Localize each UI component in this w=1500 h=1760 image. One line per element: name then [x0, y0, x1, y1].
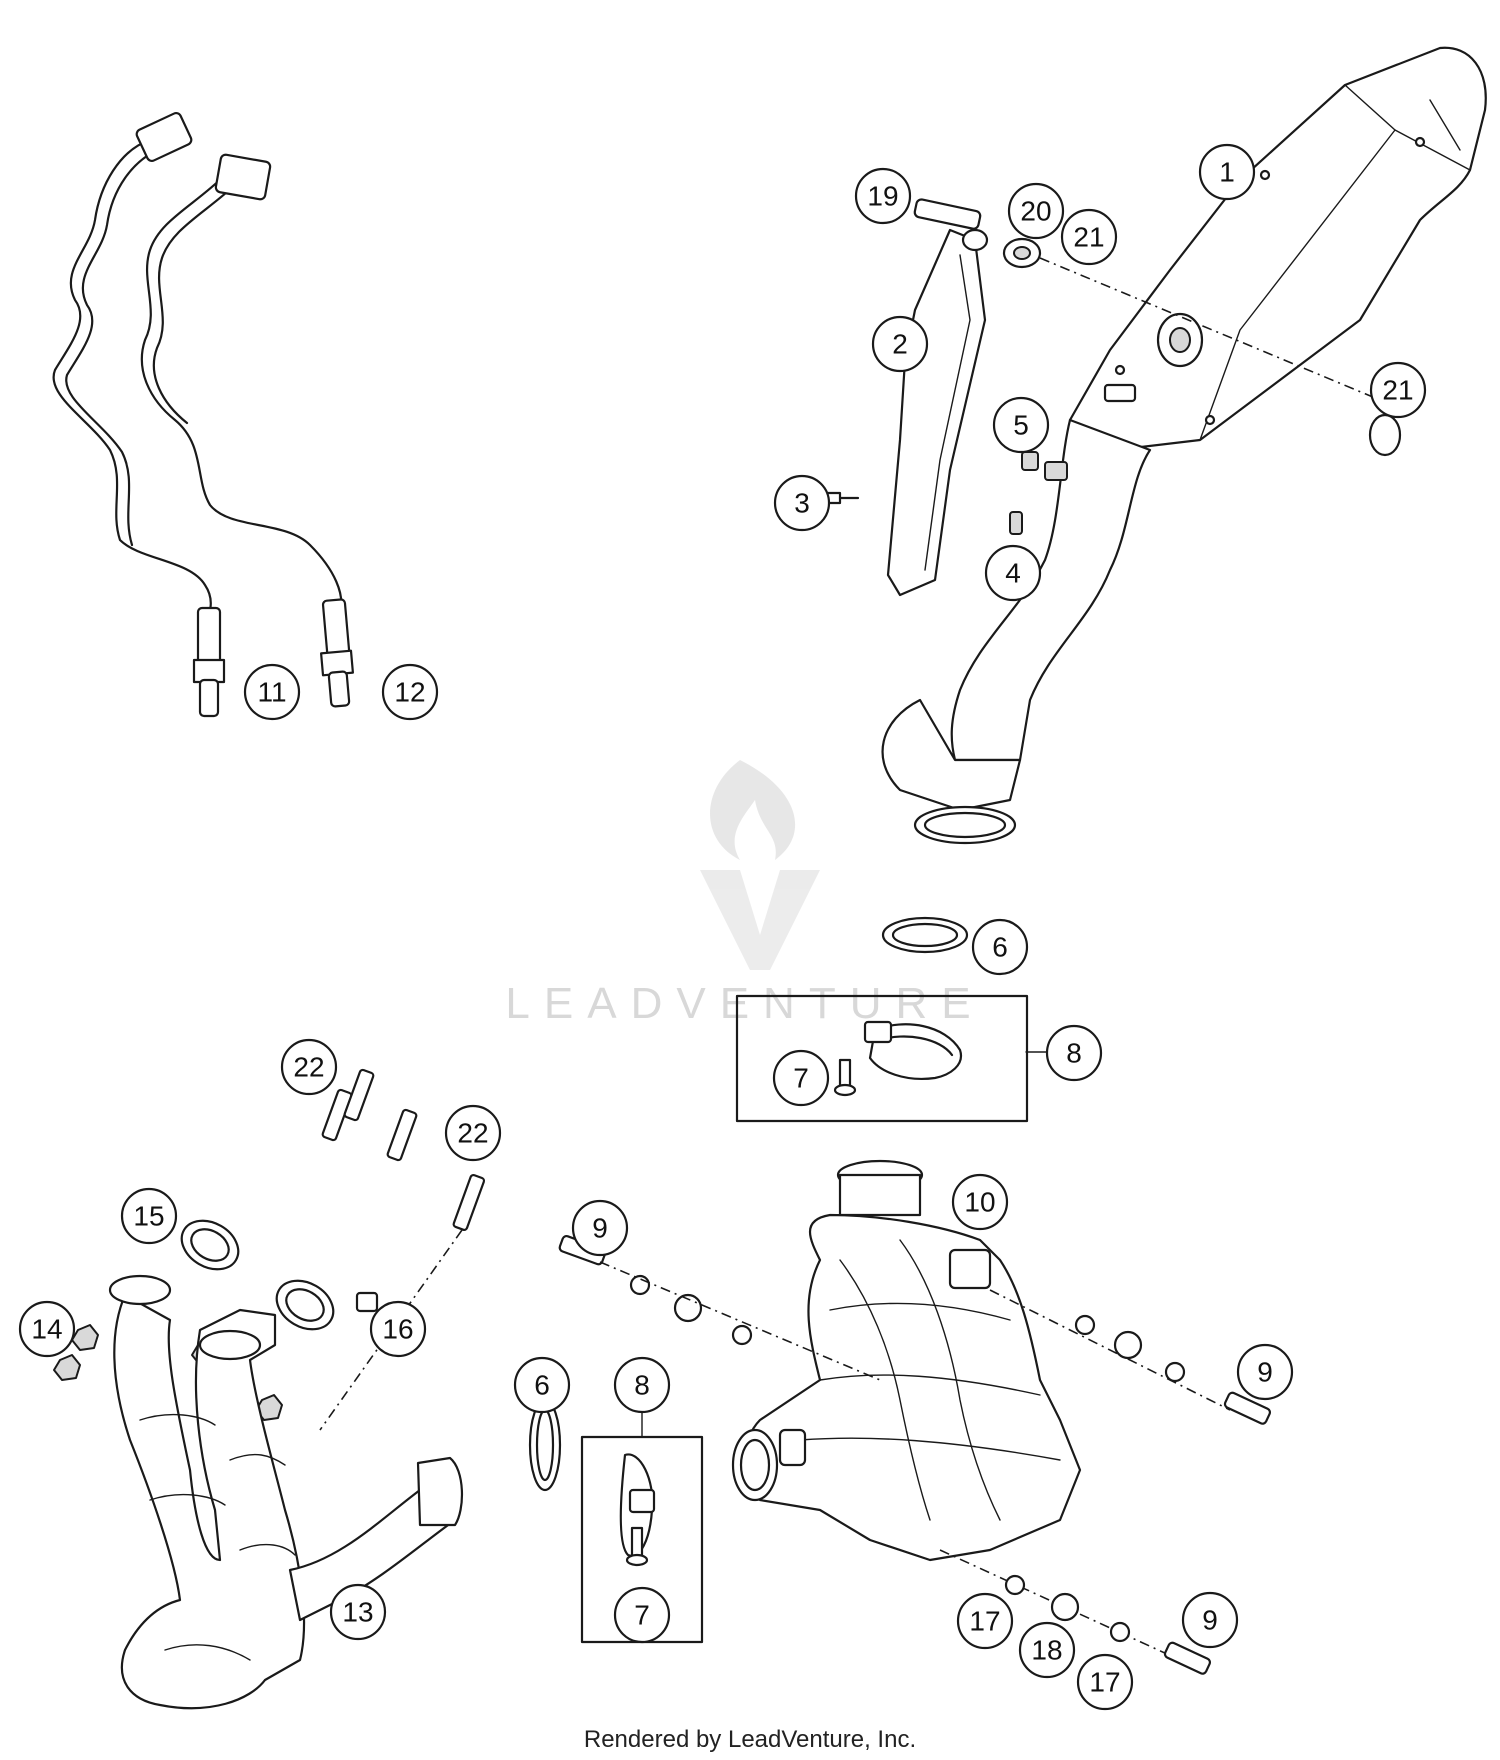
svg-text:21: 21: [1073, 222, 1104, 253]
callout-11: 11: [243, 663, 301, 721]
svg-text:1: 1: [1219, 157, 1235, 188]
callout-8-upper: 8: [1045, 1024, 1103, 1082]
callout-16: 16: [369, 1300, 427, 1358]
callout-17-right: 17: [1076, 1653, 1134, 1711]
svg-text:9: 9: [592, 1213, 608, 1244]
svg-text:6: 6: [534, 1370, 550, 1401]
callout-19: 19: [854, 167, 912, 225]
heat-shield: [818, 228, 987, 597]
callout-1: 1: [1198, 143, 1256, 201]
svg-text:10: 10: [964, 1187, 995, 1218]
svg-text:8: 8: [634, 1370, 650, 1401]
callout-8-lower: 8: [613, 1356, 671, 1414]
svg-text:4: 4: [1005, 558, 1021, 589]
svg-text:9: 9: [1257, 1357, 1273, 1388]
callout-21-upper: 21: [1060, 208, 1118, 266]
callout-2: 2: [871, 315, 929, 373]
callout-9-lower: 9: [1181, 1591, 1239, 1649]
svg-text:2: 2: [892, 329, 908, 360]
callout-3: 3: [773, 474, 831, 532]
callout-6-lower: 6: [513, 1356, 571, 1414]
svg-text:7: 7: [634, 1600, 650, 1631]
watermark-text: LEADVENTURE: [505, 979, 984, 1028]
pre-muffler: [731, 1159, 1082, 1562]
callout-18: 18: [1018, 1621, 1076, 1679]
callout-6-upper: 6: [971, 918, 1029, 976]
svg-text:13: 13: [342, 1597, 373, 1628]
callout-17-left: 17: [956, 1592, 1014, 1650]
callout-22-upper: 22: [280, 1038, 338, 1096]
gasket-lower: [528, 1398, 562, 1492]
svg-text:7: 7: [793, 1063, 809, 1094]
watermark-logo: [700, 760, 820, 970]
oxygen-sensor-cables: [52, 111, 355, 718]
svg-text:5: 5: [1013, 410, 1029, 441]
svg-text:12: 12: [394, 677, 425, 708]
svg-text:22: 22: [457, 1118, 488, 1149]
svg-text:3: 3: [794, 488, 810, 519]
svg-text:15: 15: [133, 1201, 164, 1232]
callout-22-lower: 22: [444, 1104, 502, 1162]
footer-credit: Rendered by LeadVenture, Inc.: [584, 1726, 916, 1753]
svg-text:14: 14: [31, 1314, 62, 1345]
svg-text:17: 17: [969, 1606, 1000, 1637]
svg-text:16: 16: [382, 1314, 413, 1345]
svg-text:21: 21: [1382, 375, 1413, 406]
callout-14: 14: [18, 1300, 76, 1358]
clips: [1009, 451, 1068, 535]
exhaust-header: [108, 1274, 464, 1710]
callout-13: 13: [329, 1583, 387, 1641]
callout-12: 12: [381, 663, 439, 721]
svg-text:20: 20: [1020, 196, 1051, 227]
muffler: [881, 46, 1487, 845]
callout-9-right: 9: [1236, 1343, 1294, 1401]
mounting-bolts-pre-muffler: [558, 1234, 1272, 1675]
svg-text:11: 11: [257, 677, 286, 708]
svg-text:8: 8: [1066, 1038, 1082, 1069]
svg-text:22: 22: [293, 1052, 324, 1083]
callout-7-lower: 7: [613, 1586, 671, 1644]
clamp-bolt-lower: [625, 1526, 649, 1567]
svg-text:9: 9: [1202, 1605, 1218, 1636]
studs: [319, 1068, 486, 1431]
callout-10: 10: [951, 1173, 1009, 1231]
spacer-sleeve: [355, 1291, 379, 1313]
callout-21-lower: 21: [1369, 361, 1427, 419]
exhaust-clamp-upper: [863, 1020, 963, 1080]
callout-7-upper: 7: [772, 1049, 830, 1107]
callout-5: 5: [992, 396, 1050, 454]
svg-text:6: 6: [992, 932, 1008, 963]
svg-text:17: 17: [1089, 1667, 1120, 1698]
header-gaskets: [180, 1219, 335, 1331]
muffler-mounting-bolt: [913, 198, 1402, 457]
callout-20: 20: [1007, 182, 1065, 240]
svg-text:19: 19: [867, 181, 898, 212]
callout-9-upper-left: 9: [571, 1199, 629, 1257]
clamp-kit-box-upper: [735, 994, 1029, 1123]
svg-text:18: 18: [1031, 1635, 1062, 1666]
callout-4: 4: [984, 544, 1042, 602]
callout-15: 15: [120, 1187, 178, 1245]
clamp-bolt-upper: [833, 1058, 857, 1097]
